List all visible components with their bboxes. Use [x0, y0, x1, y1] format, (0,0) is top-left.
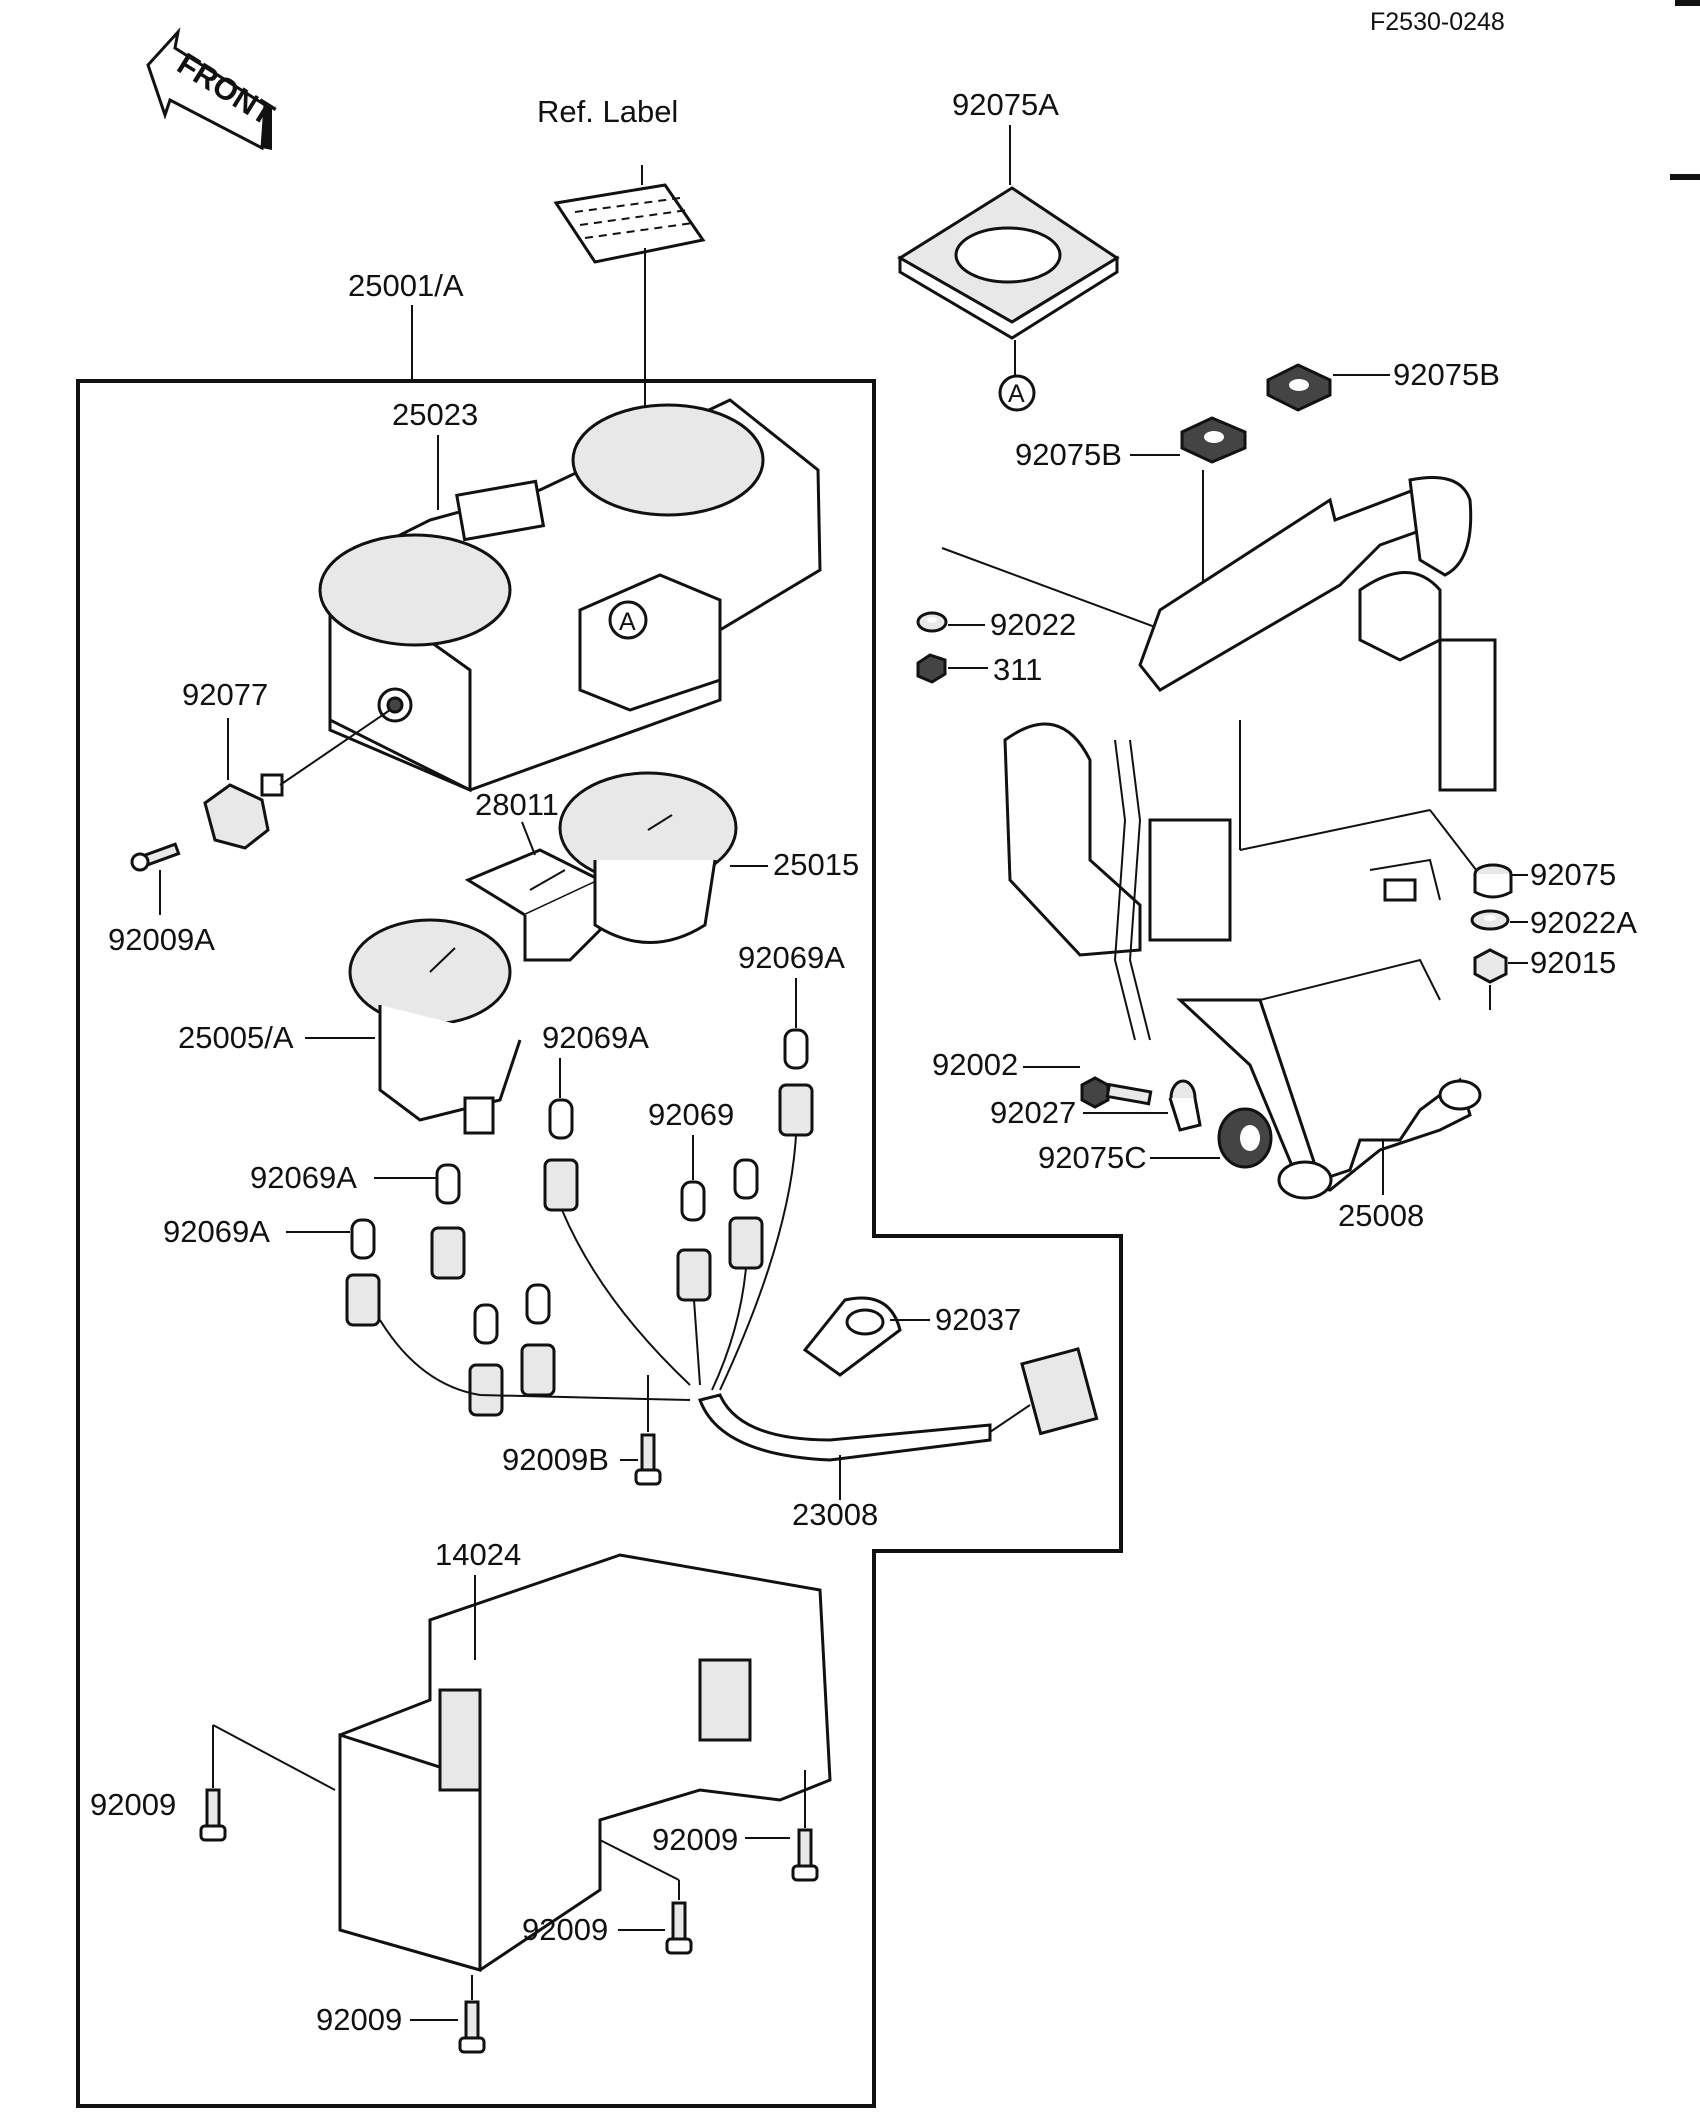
- label-92075C: 92075C: [1038, 1140, 1147, 1175]
- edge-mark-top: [1675, 0, 1700, 6]
- label-14024: 14024: [435, 1537, 521, 1572]
- label-25001A: 25001/A: [348, 268, 464, 303]
- label-92022: 92022: [990, 607, 1076, 642]
- label-92075B-2: 92075B: [1015, 437, 1122, 472]
- meter-housing-25023: A: [318, 398, 822, 793]
- grommet-92075C: [1217, 1107, 1273, 1169]
- label-92075A: 92075A: [952, 87, 1059, 122]
- collar-92027: [1168, 1079, 1202, 1132]
- label-25023: 25023: [392, 397, 478, 432]
- screw-92009-4: [458, 2000, 486, 2054]
- label-92069A-4: 92069A: [163, 1214, 270, 1249]
- label-92009-4: 92009: [316, 2002, 402, 2037]
- label-92002: 92002: [932, 1047, 1018, 1082]
- label-92069A-2: 92069A: [542, 1020, 649, 1055]
- assembly-boundary: [76, 379, 1123, 2108]
- bulb-socket-group: [345, 1028, 814, 1417]
- label-92015: 92015: [1530, 945, 1616, 980]
- label-92009-2: 92009: [652, 1822, 738, 1857]
- label-92022A: 92022A: [1530, 905, 1637, 940]
- wire-harness-23008: [379, 1134, 1099, 1462]
- label-23008: 23008: [792, 1497, 878, 1532]
- speedometer-25005A: [348, 918, 522, 1135]
- edge-mark-middle: [1670, 174, 1700, 180]
- tachometer-25015: [558, 771, 738, 944]
- screw-92009A: [130, 842, 181, 872]
- label-92069A-3: 92069A: [250, 1160, 357, 1195]
- label-25008: 25008: [1338, 1198, 1424, 1233]
- label-92009A: 92009A: [108, 922, 215, 957]
- label-311: 311: [993, 652, 1042, 687]
- label-92069A-1: 92069A: [738, 940, 845, 975]
- grommet-92075B-1: [1266, 363, 1332, 412]
- diagram-code: F2530-0248: [1370, 8, 1505, 36]
- label-92075B-1: 92075B: [1393, 357, 1500, 392]
- label-92027: 92027: [990, 1095, 1076, 1130]
- label-92075: 92075: [1530, 857, 1616, 892]
- nut-92015: [1473, 948, 1508, 984]
- label-92077: 92077: [182, 677, 268, 712]
- label-92009-1: 92009: [90, 1787, 176, 1822]
- bracket-25008: [1003, 476, 1497, 1200]
- screw-92009B: [634, 1433, 662, 1486]
- label-92009-3: 92009: [522, 1912, 608, 1947]
- label-28011: 28011: [475, 787, 559, 822]
- screw-92009-3: [665, 1901, 693, 1955]
- circle-ref-A-label: A: [1008, 380, 1025, 408]
- label-25005A: 25005/A: [178, 1020, 294, 1055]
- circle-ref-A: [998, 374, 1036, 412]
- nut-311: [916, 653, 947, 684]
- screw-92009-2: [791, 1828, 819, 1882]
- washer-92022A: [1470, 909, 1510, 931]
- screw-92009-1: [199, 1788, 227, 1842]
- ref-label-sheet: [553, 183, 706, 264]
- cable-gear-92077: [203, 773, 284, 850]
- label-25015: 25015: [773, 847, 859, 882]
- bolt-92002: [1080, 1076, 1153, 1109]
- front-arrow-icon: FRONT: [146, 27, 280, 151]
- grommet-92075: [1473, 863, 1513, 899]
- grommet-92075A: [897, 186, 1120, 340]
- label-ref-label: Ref. Label: [537, 94, 678, 129]
- gauge-28011: [464, 848, 604, 962]
- cover-14024: [338, 1553, 832, 1972]
- label-92069: 92069: [648, 1097, 734, 1132]
- grommet-92075B-2: [1180, 416, 1247, 464]
- label-92009B: 92009B: [502, 1442, 609, 1477]
- label-92037: 92037: [935, 1302, 1021, 1337]
- washer-92022: [916, 611, 948, 633]
- clamp-92037: [802, 1296, 902, 1377]
- circle-ref-A-housing: A: [619, 608, 636, 636]
